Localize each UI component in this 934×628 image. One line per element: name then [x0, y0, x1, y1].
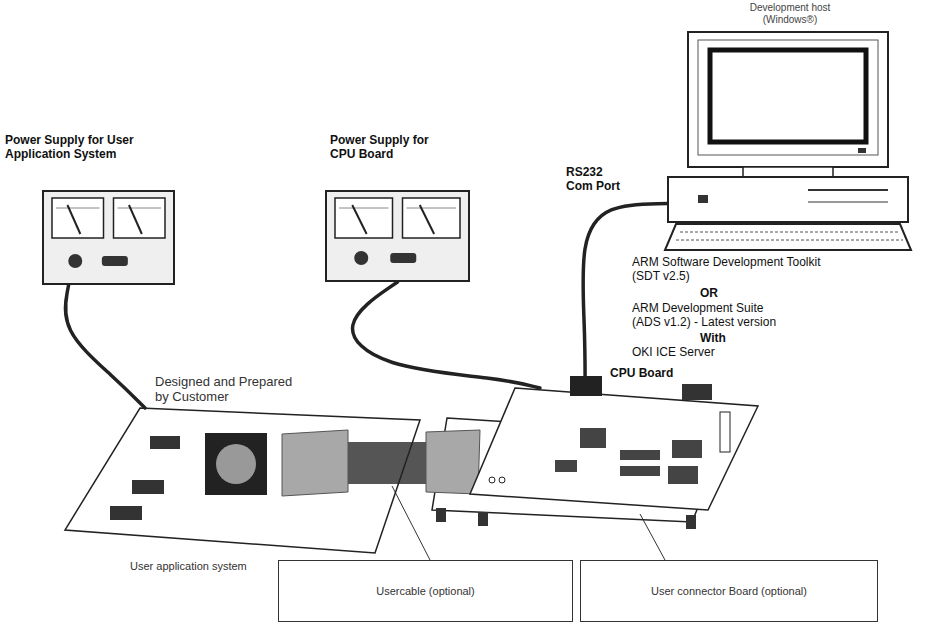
cpu-board-drawing	[470, 388, 760, 513]
callout-text: Usercable (optional)	[376, 585, 474, 598]
meter-scale	[56, 208, 100, 209]
user-application-board-drawing	[60, 408, 425, 558]
chip	[672, 440, 702, 458]
development-host-drawing	[668, 32, 913, 252]
chip	[620, 466, 660, 476]
drawing-group	[43, 191, 174, 284]
callout-box: Usercable (optional)	[278, 560, 573, 622]
knob	[68, 254, 82, 268]
chip	[150, 436, 180, 449]
chip	[620, 450, 660, 460]
drawing-group	[65, 408, 420, 553]
separator-word: With	[700, 332, 740, 346]
meter-needle	[420, 205, 434, 234]
chip	[668, 466, 698, 484]
meter-scale	[407, 208, 457, 209]
chip	[132, 480, 164, 494]
cable	[65, 285, 145, 408]
drive-slot	[808, 202, 888, 203]
meter-scale	[118, 208, 162, 209]
processor-die	[216, 444, 256, 484]
drawing-group	[326, 191, 469, 281]
jumper	[499, 477, 505, 483]
chip	[555, 460, 577, 472]
meter-face	[114, 198, 166, 238]
power-supply-heading: Power Supply for CPU Board	[330, 134, 448, 162]
software-label: ARM Software Development Toolkit (SDT v2…	[632, 256, 842, 284]
cable	[353, 282, 540, 388]
separator-word: OR	[700, 287, 740, 301]
meter-scale	[339, 208, 389, 209]
drawing-group	[665, 32, 911, 250]
port-label: RS232 Com Port	[566, 166, 626, 194]
knob	[354, 251, 368, 265]
power-supply-drawing	[325, 190, 470, 282]
case-button	[698, 195, 708, 203]
drawing-group	[470, 376, 758, 510]
cable	[583, 204, 668, 388]
software-label: OKI ICE Server	[632, 346, 842, 360]
standoff	[478, 512, 488, 526]
cable-connector	[426, 430, 480, 494]
meter-needle	[129, 205, 142, 234]
board-outline	[470, 388, 758, 510]
key-row	[676, 240, 903, 241]
power-supply-case	[326, 191, 469, 281]
leader-line	[392, 486, 430, 560]
power-supply-heading: Power Supply for User Application System	[5, 134, 177, 162]
board-connector	[682, 384, 712, 400]
meter-face	[52, 198, 104, 238]
keyboard	[665, 224, 911, 250]
host-heading: Development host (Windows®)	[730, 2, 850, 25]
leader-line	[640, 514, 665, 560]
monitor-case	[688, 32, 888, 167]
power-supply-case	[43, 191, 174, 284]
callout-box: User connector Board (optional)	[580, 560, 878, 622]
power-supply-drawing	[42, 190, 175, 285]
power-supply: Power Supply for User Application System	[42, 190, 175, 285]
output-terminal	[390, 253, 416, 263]
header	[720, 412, 730, 452]
cpu-board: CPU Board	[470, 388, 760, 513]
meter-face	[403, 198, 461, 238]
monitor-screen	[710, 50, 866, 142]
development-host: Development host (Windows®)	[668, 32, 913, 252]
user-application-board: Designed and Prepared by CustomerUser ap…	[60, 408, 425, 558]
software-label: ARM Development Suite (ADS v1.2) - Lates…	[632, 302, 790, 330]
chip	[110, 506, 142, 520]
computer-case	[668, 177, 908, 222]
board-outline	[65, 408, 420, 553]
meter-needle	[67, 205, 80, 234]
power-supply: Power Supply for CPU Board	[325, 190, 470, 282]
monitor-bezel	[698, 40, 878, 155]
standoff	[686, 515, 696, 529]
key-row	[680, 232, 898, 233]
board-heading: CPU Board	[610, 367, 700, 381]
monitor-stand	[743, 167, 833, 177]
serial-connector	[570, 376, 602, 396]
meter-needle	[352, 205, 366, 234]
callout-text: User connector Board (optional)	[651, 585, 807, 598]
board-note: Designed and Prepared by Customer	[155, 375, 305, 405]
user-cable	[348, 442, 426, 484]
meter-face	[335, 198, 393, 238]
output-terminal	[102, 256, 128, 266]
drive-slot	[808, 189, 888, 191]
cable-connector	[282, 430, 348, 496]
standoff	[436, 508, 446, 522]
processor-chip	[205, 433, 267, 495]
power-button	[858, 148, 866, 153]
jumper	[489, 477, 495, 483]
chip	[580, 428, 606, 448]
